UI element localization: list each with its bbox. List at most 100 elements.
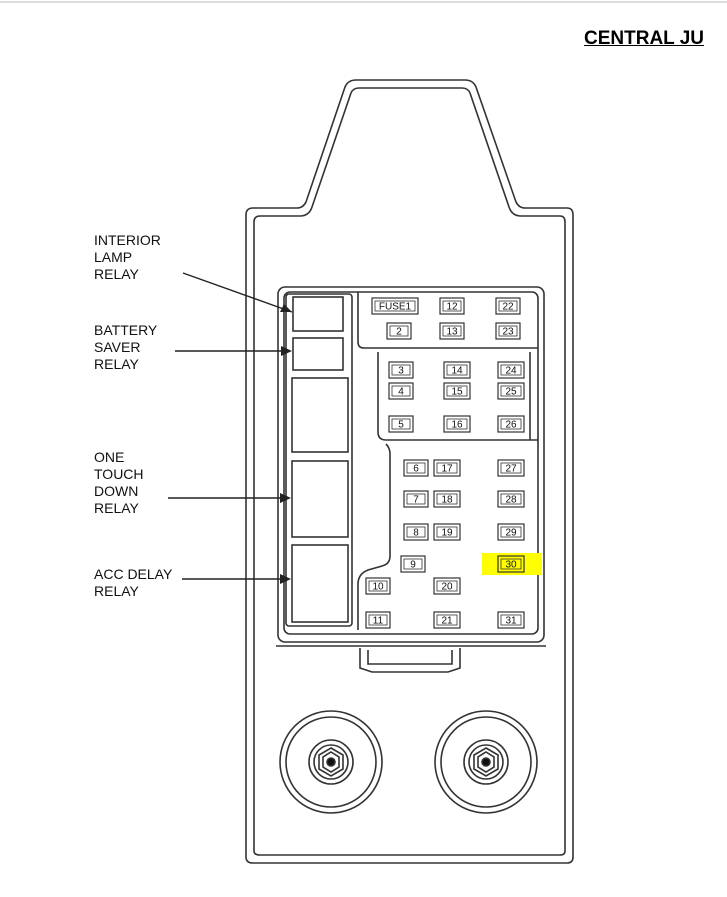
fuse-11: 11 <box>365 611 391 629</box>
fuse-label: 24 <box>505 366 517 377</box>
fuse-inner-outline <box>500 493 522 505</box>
fuse-21: 21 <box>433 611 461 629</box>
fuse-outline <box>433 611 461 629</box>
fuse-inner-outline <box>446 385 468 397</box>
fuse-inner-outline <box>403 558 423 570</box>
partition-lower <box>357 443 391 630</box>
fuse-outline <box>443 415 471 433</box>
fuse-inner-outline <box>436 462 458 474</box>
fuse-label: 20 <box>441 582 453 593</box>
fuse-outline <box>497 611 525 629</box>
fuse-label: 29 <box>505 528 517 539</box>
fuse-inner-outline <box>436 526 458 538</box>
fuse-label: 12 <box>446 302 458 313</box>
fuse-label: 31 <box>505 616 517 627</box>
fuse-label: 11 <box>373 616 384 627</box>
fuse-23: 23 <box>495 322 521 340</box>
fuse-inner-outline <box>374 300 416 312</box>
fuse-label: 28 <box>505 495 517 506</box>
fuse-outline <box>497 523 525 541</box>
one-touch-down-relay <box>291 460 349 538</box>
fuse-outline <box>433 523 461 541</box>
fuse-label: 6 <box>413 464 419 475</box>
fuse-inner-outline <box>389 325 409 337</box>
arrow-acc-delay <box>280 574 291 584</box>
fuse-outline <box>443 382 471 400</box>
fuse-label: 5 <box>398 420 404 431</box>
fuse-block-tab-inner <box>367 650 453 665</box>
acc-delay-relay-label: ACC DELAY RELAY <box>94 566 173 599</box>
fuse-inner-outline <box>406 493 426 505</box>
fuse-5: 5 <box>388 415 414 433</box>
fuse-label: 8 <box>413 528 419 539</box>
fuse-inner-outline <box>391 385 411 397</box>
fuse-9: 9 <box>400 555 426 573</box>
fuse-inner-outline <box>368 580 388 592</box>
fuse-label: 9 <box>410 560 416 571</box>
fuse-label: 17 <box>441 464 453 475</box>
fuse-7: 7 <box>403 490 429 508</box>
right-knob <box>434 710 538 814</box>
fuse-outline <box>403 523 429 541</box>
fuse-inner-outline <box>498 300 518 312</box>
fuse-block-tab <box>276 645 546 673</box>
fuse-inner-outline <box>391 418 411 430</box>
partition-top <box>357 292 538 349</box>
fuse-label: 26 <box>505 420 517 431</box>
fuse-outline <box>403 490 429 508</box>
fuse-outline <box>365 611 391 629</box>
fuse-inner-outline <box>406 526 426 538</box>
fuse-20: 20 <box>433 577 461 595</box>
fuse-label: 27 <box>505 464 517 475</box>
fuse-2: 2 <box>386 322 412 340</box>
fuse-16: 16 <box>443 415 471 433</box>
fuse-outline <box>497 382 525 400</box>
fuse-label: 23 <box>502 327 514 338</box>
page-title: CENTRAL JU <box>584 28 704 49</box>
fuse-4: 4 <box>388 382 414 400</box>
fuse-22: 22 <box>495 297 521 315</box>
fuse-inner-outline <box>500 526 522 538</box>
interior-lamp-relay-label: INTERIOR LAMP RELAY <box>94 232 161 282</box>
fuse-label: 25 <box>505 387 517 398</box>
left-knob <box>279 710 383 814</box>
fuse-outline <box>400 555 426 573</box>
relay-blank <box>291 377 349 453</box>
acc-delay-relay <box>291 544 349 623</box>
fuse-inner-outline <box>436 614 458 626</box>
arrow-battery-saver <box>281 346 292 356</box>
fuse-label: FUSE1 <box>379 302 412 313</box>
fuse-label: 18 <box>441 495 453 506</box>
fuse-label: 7 <box>413 495 419 506</box>
fuse-highlight <box>482 553 542 575</box>
fuse-inner-outline <box>500 614 522 626</box>
fuse-30: 30 <box>482 553 542 575</box>
fuse-26: 26 <box>497 415 525 433</box>
fuse-inner-outline <box>446 418 468 430</box>
fuse-outline <box>371 297 419 315</box>
fuse-outline <box>497 415 525 433</box>
fuse-label: 30 <box>505 560 517 571</box>
fuse-29: 29 <box>497 523 525 541</box>
fuse-inner-outline <box>498 325 518 337</box>
fuse-31: 31 <box>497 611 525 629</box>
fuse-outline <box>433 459 461 477</box>
leader-lines <box>168 272 293 580</box>
fuse-outline <box>386 322 412 340</box>
fuse-3: 3 <box>388 361 414 379</box>
partition-upper <box>377 352 538 441</box>
fuse-inner-outline <box>391 364 411 376</box>
fuse-12: 12 <box>439 297 465 315</box>
fuse-17: 17 <box>433 459 461 477</box>
fuse-14: 14 <box>443 361 471 379</box>
fuse-outline <box>365 577 391 595</box>
fuse-1: FUSE1 <box>371 297 419 315</box>
fuse-18: 18 <box>433 490 461 508</box>
fuse-outline <box>495 322 521 340</box>
fuse-6: 6 <box>403 459 429 477</box>
fuse-outline <box>439 322 465 340</box>
fuse-inner-outline <box>500 558 522 570</box>
fuse-24: 24 <box>497 361 525 379</box>
fuse-outline <box>388 361 414 379</box>
